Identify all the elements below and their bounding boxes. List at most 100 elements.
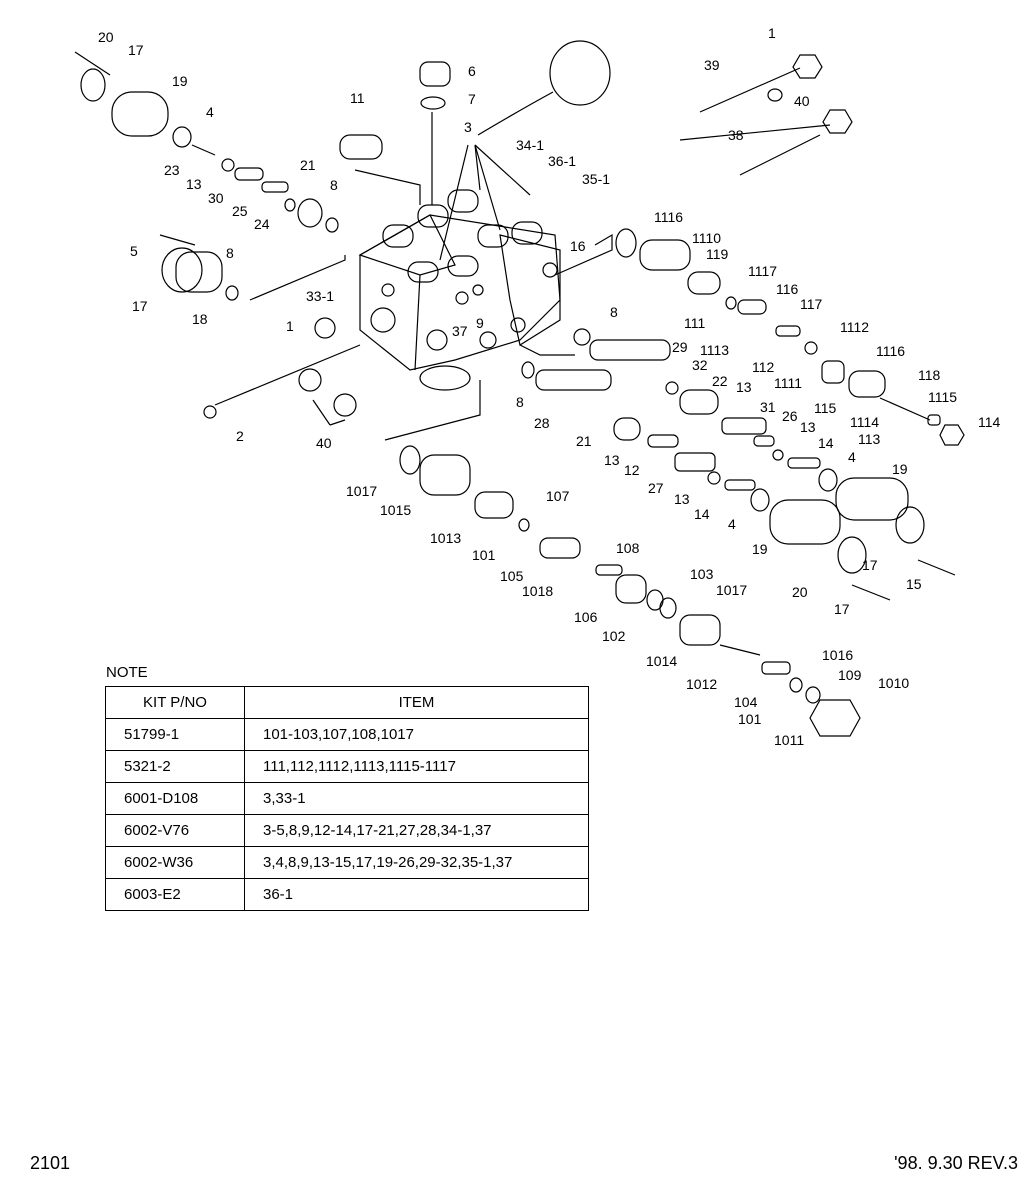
part-callout: 8 [610, 304, 618, 320]
part-callout: 1017 [716, 582, 747, 598]
kit-items: 36-1 [244, 878, 589, 911]
part-callout: 1111 [774, 375, 802, 391]
part-callout: 35-1 [582, 171, 610, 187]
item-column-header: ITEM [244, 686, 589, 719]
part-callout: 36-1 [548, 153, 576, 169]
part-callout: 111 [684, 315, 705, 331]
part-callout: 26 [782, 408, 798, 424]
part-callout: 8 [226, 245, 234, 261]
part-callout: 27 [648, 480, 664, 496]
kit-number: 6002-V76 [105, 814, 245, 847]
part-callout: 9 [476, 315, 484, 331]
part-callout: 1013 [430, 530, 461, 546]
part-callout: 13 [674, 491, 690, 507]
part-callout: 29 [672, 339, 688, 355]
part-callout: 113 [858, 431, 881, 447]
table-row: 6003-E2 36-1 [105, 878, 589, 911]
part-callout: 13 [604, 452, 620, 468]
part-callouts: 201719423133025242181167334-136-135-1165… [98, 25, 1001, 748]
part-callout: 106 [574, 609, 598, 625]
kit-number: 51799-1 [105, 718, 245, 751]
part-callout: 1012 [686, 676, 717, 692]
part-callout: 32 [692, 357, 708, 373]
part-callout: 30 [208, 190, 224, 206]
kit-number: 5321-2 [105, 750, 245, 783]
part-callout: 31 [760, 399, 776, 415]
part-callout: 23 [164, 162, 180, 178]
part-callout: 119 [706, 246, 729, 262]
part-callout: 115 [814, 400, 837, 416]
part-callout: 7 [468, 91, 476, 107]
part-callout: 1015 [380, 502, 411, 518]
part-callout: 28 [534, 415, 550, 431]
part-callout: 34-1 [516, 137, 544, 153]
part-callout: 40 [794, 93, 810, 109]
part-callout: 11 [350, 90, 365, 106]
kit-number: 6002-W36 [105, 846, 245, 879]
page-number: 2101 [30, 1153, 71, 1173]
part-callout: 4 [728, 516, 736, 532]
part-callout: 1 [286, 318, 294, 334]
part-callout: 101 [472, 547, 496, 563]
part-callout: 13 [186, 176, 202, 192]
part-callout: 37 [452, 323, 468, 339]
part-callout: 1 [768, 25, 776, 41]
part-callout: 13 [800, 419, 816, 435]
part-callout: 17 [862, 557, 878, 573]
kit-table: KIT P/NO ITEM 51799-1 101-103,107,108,10… [105, 686, 589, 911]
part-callout: 4 [206, 104, 214, 120]
part-callout: 4 [848, 449, 856, 465]
kit-number: 6001-D108 [105, 782, 245, 815]
part-callout: 24 [254, 216, 270, 232]
part-callout: 108 [616, 540, 640, 556]
kit-number: 6003-E2 [105, 878, 245, 911]
part-callout: 14 [694, 506, 710, 522]
table-row: 6002-V76 3-5,8,9,12-14,17-21,27,28,34-1,… [105, 814, 589, 847]
part-callout: 104 [734, 694, 758, 710]
part-callout: 8 [330, 177, 338, 193]
table-row: 6002-W36 3,4,8,9,13-15,17,19-26,29-32,35… [105, 846, 589, 879]
part-callout: 14 [818, 435, 834, 451]
part-callout: 1113 [700, 342, 729, 358]
part-callout: 114 [978, 414, 1001, 430]
part-callout: 6 [468, 63, 476, 79]
table-row: 5321-2 111,112,1112,1113,1115-1117 [105, 750, 589, 783]
part-callout: 21 [300, 157, 316, 173]
part-callout: 12 [624, 462, 640, 478]
part-callout: 102 [602, 628, 626, 644]
table-row: 51799-1 101-103,107,108,1017 [105, 718, 589, 751]
kit-items: 111,112,1112,1113,1115-1117 [244, 750, 589, 783]
part-callout: 33-1 [306, 288, 334, 304]
part-callout: 1010 [878, 675, 909, 691]
kit-table-header: KIT P/NO ITEM [105, 686, 589, 719]
part-callout: 101 [738, 711, 762, 727]
part-callout: 3 [464, 119, 472, 135]
part-callout: 112 [752, 359, 775, 375]
part-callout: 17 [128, 42, 144, 58]
part-callout: 118 [918, 367, 941, 383]
part-callout: 1116 [876, 343, 905, 359]
table-row: 6001-D108 3,33-1 [105, 782, 589, 815]
part-callout: 19 [752, 541, 768, 557]
part-callout: 1112 [840, 319, 869, 335]
part-callout: 1018 [522, 583, 553, 599]
valve-block [358, 189, 561, 391]
kit-items: 3,33-1 [244, 782, 589, 815]
part-callout: 107 [546, 488, 570, 504]
kit-items: 101-103,107,108,1017 [244, 718, 589, 751]
part-callout: 1017 [346, 483, 377, 499]
part-callout: 1114 [850, 414, 879, 430]
part-callout: 116 [776, 281, 799, 297]
part-callout: 21 [576, 433, 592, 449]
part-callout: 1016 [822, 647, 853, 663]
part-callout: 2 [236, 428, 244, 444]
part-callout: 25 [232, 203, 248, 219]
note-label: NOTE [106, 664, 148, 681]
part-callout: 15 [906, 576, 922, 592]
part-callout: 40 [316, 435, 332, 451]
part-callout: 39 [704, 57, 720, 73]
part-callout: 38 [728, 127, 744, 143]
part-callout: 103 [690, 566, 714, 582]
part-callout: 5 [130, 243, 138, 259]
